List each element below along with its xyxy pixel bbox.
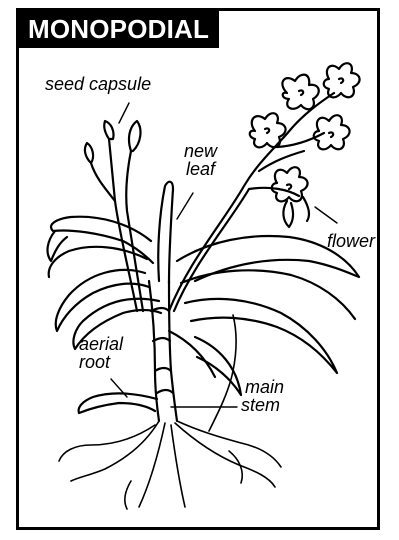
new-leaf xyxy=(158,182,173,283)
seed-capsule-leader xyxy=(119,103,129,123)
aerial-root xyxy=(79,393,157,413)
label-aerial-root-line2: root xyxy=(79,353,110,372)
label-flower: flower xyxy=(327,232,375,251)
label-seed-capsule: seed capsule xyxy=(45,75,151,94)
new-leaf-leader xyxy=(177,193,193,219)
diagram-frame: MONOPODIAL seed capsule new leaf flower … xyxy=(16,8,380,530)
diagram-title: MONOPODIAL xyxy=(19,11,219,48)
flower-leader xyxy=(315,207,337,223)
label-new-leaf-line2: leaf xyxy=(186,160,215,179)
flowers xyxy=(250,63,360,227)
label-main-stem-line2: stem xyxy=(241,396,280,415)
seed-capsule-stems xyxy=(85,121,143,311)
